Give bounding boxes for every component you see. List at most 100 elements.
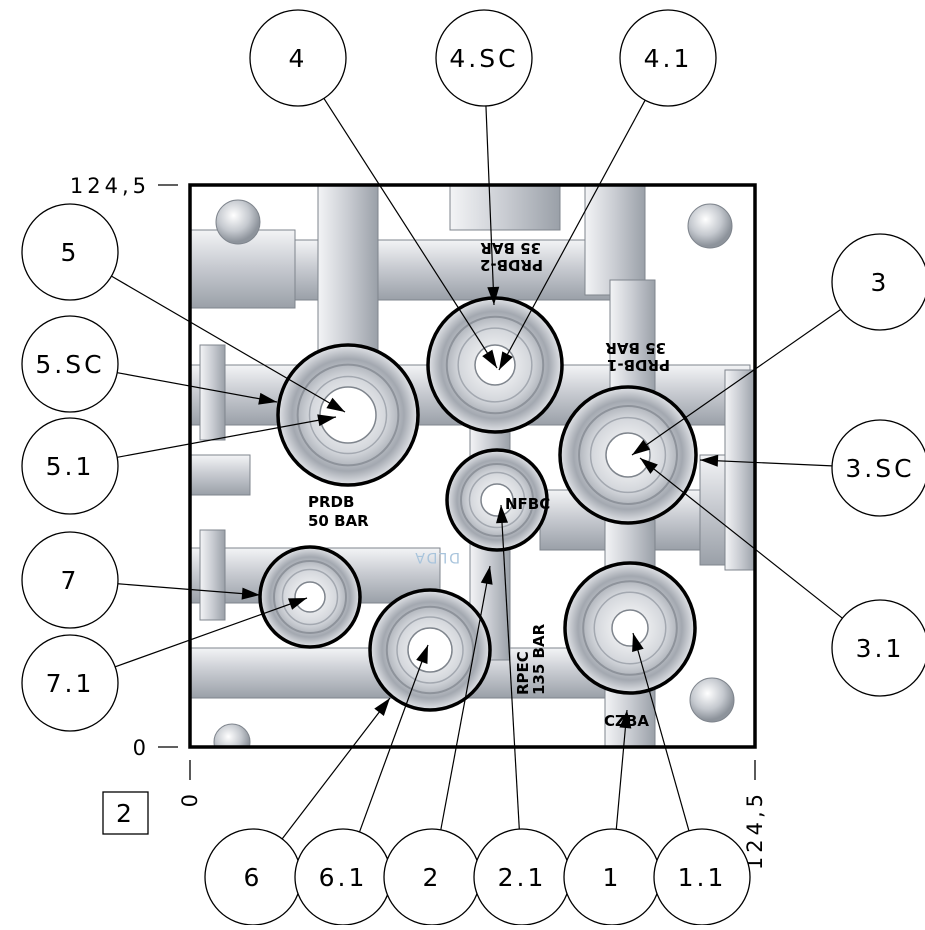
balloon-label: 6 [244, 863, 263, 892]
leader-71 [114, 597, 308, 668]
balloon-1: 1 [563, 828, 661, 926]
arrowhead-6 [374, 698, 390, 716]
view-label: 2 [102, 791, 149, 835]
arrowhead-4sc [487, 286, 500, 305]
arrowhead-61 [416, 645, 428, 664]
dim-bottom: 0 [133, 736, 150, 760]
balloon-7: 7 [21, 531, 119, 629]
balloon-circle [435, 9, 533, 107]
balloon-11: 1.1 [653, 828, 751, 926]
arrowhead-41 [499, 351, 513, 370]
arrowhead-3sc [700, 454, 719, 467]
label-prdb-2: PRDB-2 [480, 256, 543, 274]
port-1 [563, 561, 697, 695]
label-dlda: DLDA [413, 549, 460, 565]
balloon-label: 2.1 [498, 863, 547, 892]
balloon-5: 5 [21, 203, 119, 301]
balloon-label: 3.SC [845, 454, 914, 483]
arrowhead-21 [496, 505, 509, 524]
arrowhead-11 [632, 633, 644, 652]
port-5 [276, 343, 420, 487]
leader-41 [498, 99, 646, 371]
balloon-circle [21, 531, 119, 629]
leader-5sc [117, 372, 278, 403]
arrowhead-2 [480, 566, 493, 585]
leader-4 [323, 98, 498, 369]
balloon-label: 7 [61, 566, 80, 595]
arrowhead-3 [632, 439, 651, 455]
balloon-label: 5.1 [46, 452, 95, 481]
dim-right: 124,5 [743, 790, 767, 870]
balloon-6: 6 [204, 828, 302, 926]
dim-top: 124,5 [70, 174, 150, 198]
leader-1 [615, 709, 628, 830]
balloon-label: 4.SC [449, 44, 518, 73]
balloon-label: 5 [61, 238, 80, 267]
leader-51 [117, 416, 337, 458]
balloon-label: 5.SC [35, 350, 104, 379]
balloons: 4 4.SC 4.1 5 5.SC 5.1 7 7.1 3 3.SC 3.1 6 6.1 2 2.1 1 1.1 [21, 9, 925, 926]
arrowhead-4 [482, 349, 497, 368]
dim-left: 0 [178, 790, 202, 807]
leader-3 [631, 308, 841, 456]
label-rpec-pressure: 135 BAR [530, 623, 548, 695]
body-text: PRDB-2 35 BAR PRDB-1 35 BAR PRDB 50 BAR … [308, 239, 670, 730]
port-6 [368, 588, 492, 712]
port-7 [258, 545, 362, 649]
balloon-3: 3 [831, 233, 925, 331]
balloon-label: 7.1 [46, 669, 95, 698]
view-label-text: 2 [116, 799, 135, 828]
balloon-circle [21, 417, 119, 515]
arrowhead-31 [640, 458, 658, 474]
balloon-circle [21, 634, 119, 732]
balloon-label: 3 [871, 268, 890, 297]
balloon-51: 5.1 [21, 417, 119, 515]
label-nfbc: NFBC [505, 495, 550, 513]
label-prdb-pressure: 50 BAR [308, 512, 369, 530]
balloon-circle [831, 419, 925, 517]
leader-21 [500, 504, 520, 830]
balloon-label: 6.1 [319, 863, 368, 892]
label-prdb-1-pressure: 35 BAR [605, 339, 666, 357]
balloon-4sc: 4.SC [435, 9, 533, 107]
balloon-2: 2 [383, 828, 481, 926]
balloon-label: 4.1 [644, 44, 693, 73]
balloon-label: 3.1 [856, 634, 905, 663]
balloon-31: 3.1 [831, 599, 925, 697]
leader-lines [111, 98, 843, 840]
leader-5 [111, 275, 346, 413]
port-2 [445, 448, 549, 552]
balloon-circle [831, 233, 925, 331]
balloon-circle [619, 9, 717, 107]
dimensions: 124,5 0 0 124,5 [70, 174, 767, 870]
label-prdb-1: PRDB-1 [607, 356, 670, 374]
leader-31 [639, 457, 843, 619]
leader-7 [117, 583, 261, 596]
leader-11 [632, 632, 690, 831]
leader-6 [281, 697, 391, 840]
arrowhead-71 [288, 598, 307, 610]
label-prdb-2-pressure: 35 BAR [480, 239, 541, 257]
balloon-circle [21, 315, 119, 413]
leader-61 [358, 644, 429, 833]
label-prdb: PRDB [308, 493, 354, 511]
balloon-61: 6.1 [294, 828, 392, 926]
balloon-circle [21, 203, 119, 301]
port-3 [558, 385, 698, 525]
arrowhead-51 [317, 414, 336, 427]
arrowhead-1 [619, 710, 632, 729]
balloon-label: 4 [289, 44, 308, 73]
balloon-label: 2 [423, 863, 442, 892]
block-outline [188, 183, 757, 749]
leader-2 [440, 565, 491, 830]
balloon-21: 2.1 [473, 828, 571, 926]
balloon-41: 4.1 [619, 9, 717, 107]
balloon-3sc: 3.SC [831, 419, 925, 517]
balloon-5sc: 5.SC [21, 315, 119, 413]
leader-3sc [699, 459, 833, 467]
balloon-4: 4 [249, 9, 347, 107]
balloon-circle [831, 599, 925, 697]
balloon-label: 1 [603, 863, 622, 892]
